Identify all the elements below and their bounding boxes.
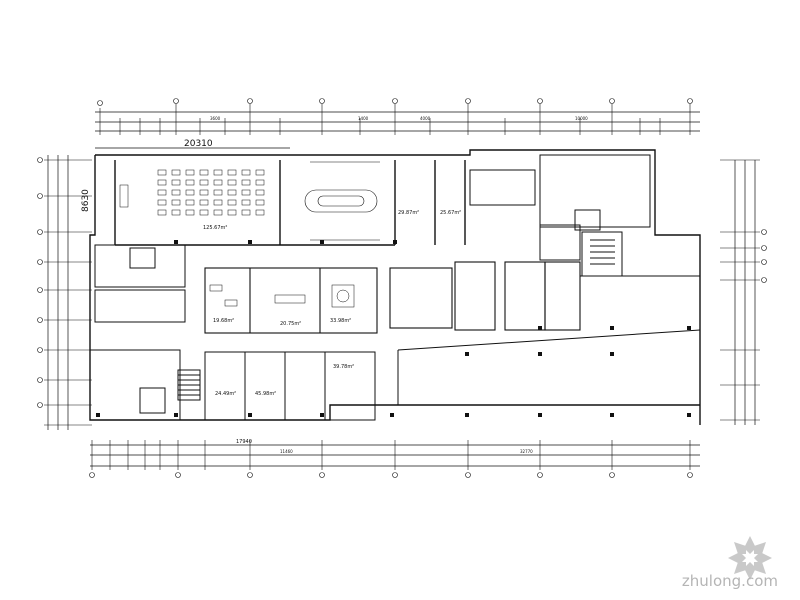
top-dim-4: 10000 — [575, 116, 588, 121]
area-label-2: 29.87m² — [398, 210, 419, 216]
right-dimension-chain — [720, 159, 767, 425]
top-dim-3: 4000 — [420, 116, 431, 121]
columns — [96, 240, 691, 417]
overall-width-label: 20310 — [184, 139, 213, 149]
area-label-6: 33.98m² — [330, 318, 351, 324]
area-label-9: 39.78m² — [333, 364, 354, 370]
area-label-4: 19.68m² — [213, 318, 234, 324]
side-dimension-label: 8630 — [81, 189, 91, 212]
zhulong-logo-icon — [726, 534, 774, 586]
top-dim-2: 1400 — [358, 116, 369, 121]
area-label-3: 25.67m² — [440, 210, 461, 216]
bottom-dim-right: 32770 — [520, 449, 533, 454]
middle-rooms — [204, 261, 581, 334]
desk-grid — [119, 169, 265, 216]
area-label-8: 45.98m² — [255, 391, 276, 397]
area-label-1: 125.67m² — [203, 225, 227, 231]
top-dimension-chain — [95, 98, 700, 149]
watermark: zhulong.com — [682, 534, 778, 590]
left-dimension-chain — [37, 155, 92, 430]
bottom-dim-left: 17940 — [236, 439, 252, 445]
conference-table — [304, 161, 380, 241]
area-label-7: 24.49m² — [215, 391, 236, 397]
area-label-5: 20.75m² — [280, 321, 301, 327]
top-dim-1: 3600 — [210, 116, 221, 121]
left-service-block — [89, 244, 201, 421]
watermark-text: zhulong.com — [681, 572, 778, 590]
bottom-dimension-chain — [89, 440, 700, 478]
bottom-dim-mid: 11460 — [280, 449, 293, 454]
right-upper-block — [469, 154, 651, 277]
office-furniture — [209, 284, 355, 308]
bottom-offices — [204, 351, 376, 421]
open-hall — [397, 275, 701, 405]
